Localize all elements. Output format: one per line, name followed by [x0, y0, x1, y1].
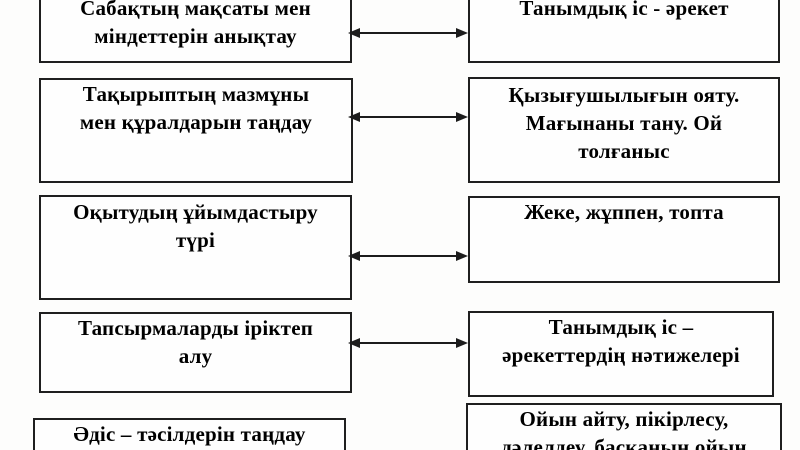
box-text-line: дәлелдеу, басқаның ойын [501, 435, 747, 450]
box-text-line: Ойын айту, пікірлесу, [519, 407, 729, 431]
arrow-shaft [357, 342, 459, 344]
box-text-line: Тапсырмаларды іріктеп [77, 316, 314, 340]
box-teaching-organization-form: Оқытудың ұйымдастыру түрі [39, 195, 352, 300]
box-text-line: міндеттерін анықтау [94, 24, 297, 48]
box-text-line: Тақырыптың мазмұны [82, 82, 310, 106]
double-arrow-row-4 [348, 338, 468, 348]
box-text-line: Жеке, жұппен, топта [524, 200, 724, 224]
box-text-line: алу [178, 344, 213, 368]
double-arrow-row-2 [348, 112, 468, 122]
box-text-line: әрекеттердің нәтижелері [502, 343, 740, 367]
arrow-shaft [357, 32, 459, 34]
box-text-line: Танымдық іс – [548, 315, 694, 339]
box-text-line: Оқытудың ұйымдастыру [73, 200, 318, 224]
box-task-selection: Тапсырмаларды іріктеп алу [39, 312, 352, 393]
box-text-line: Мағынаны тану. Ой [525, 111, 723, 135]
box-cognitive-activity: Танымдық іс - әрекет [468, 0, 780, 63]
box-text-line: Танымдық іс - әрекет [519, 0, 729, 20]
double-arrow-row-1 [348, 28, 468, 38]
box-engage-comprehend-reflect: Қызығушылығын ояту. Мағынаны тану. Ой то… [468, 77, 780, 183]
box-text-line: Қызығушылығын ояту. [508, 83, 740, 107]
box-method-selection: Әдіс – тәсілдерін таңдау [33, 418, 346, 450]
box-activity-results: Танымдық іс – әрекеттердің нәтижелері [468, 311, 774, 397]
box-text-line: толғаныс [578, 139, 670, 163]
box-individual-pair-group: Жеке, жұппен, топта [468, 196, 780, 283]
double-arrow-row-3 [348, 251, 468, 261]
box-text-line: түрі [175, 228, 216, 252]
box-text-line: мен құралдарын таңдау [79, 110, 313, 134]
box-topic-content-tools: Тақырыптың мазмұны мен құралдарын таңдау [39, 78, 353, 183]
box-text-line: Сабақтың мақсаты мен [80, 0, 311, 20]
arrow-shaft [357, 255, 459, 257]
box-text-line: Әдіс – тәсілдерін таңдау [73, 422, 306, 446]
box-opinion-discussion: Ойын айту, пікірлесу, дәлелдеу, басқаның… [466, 403, 782, 450]
arrow-shaft [357, 116, 459, 118]
box-lesson-goals: Сабақтың мақсаты мен міндеттерін анықтау [39, 0, 352, 63]
